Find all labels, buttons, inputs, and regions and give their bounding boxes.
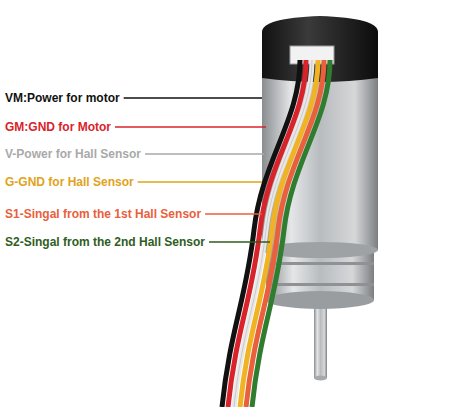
wire-label: VM:Power for motor <box>5 91 120 105</box>
leader-line <box>205 213 262 215</box>
wire-label: G-GND for Hall Sensor <box>5 175 134 189</box>
wire-label: S1-Singal from the 1st Hall Sensor <box>5 207 201 221</box>
gearbox-bottom <box>266 291 374 309</box>
wire-label: S2-Singal from the 2nd Hall Sensor <box>5 235 205 249</box>
leader-line <box>115 126 266 128</box>
shaft-end <box>314 376 327 381</box>
encoder-cap <box>262 16 378 82</box>
gearbox-band <box>266 283 374 286</box>
leader-line <box>138 181 262 183</box>
leader-line <box>124 97 262 99</box>
gearbox-band <box>266 262 374 265</box>
wire-bundle <box>222 60 330 407</box>
wire-label: GM:GND for Motor <box>5 120 111 134</box>
leader-line <box>145 153 264 155</box>
motor-shaft <box>314 298 327 378</box>
wire-label: V-Power for Hall Sensor <box>5 147 141 161</box>
leader-line <box>209 241 270 243</box>
